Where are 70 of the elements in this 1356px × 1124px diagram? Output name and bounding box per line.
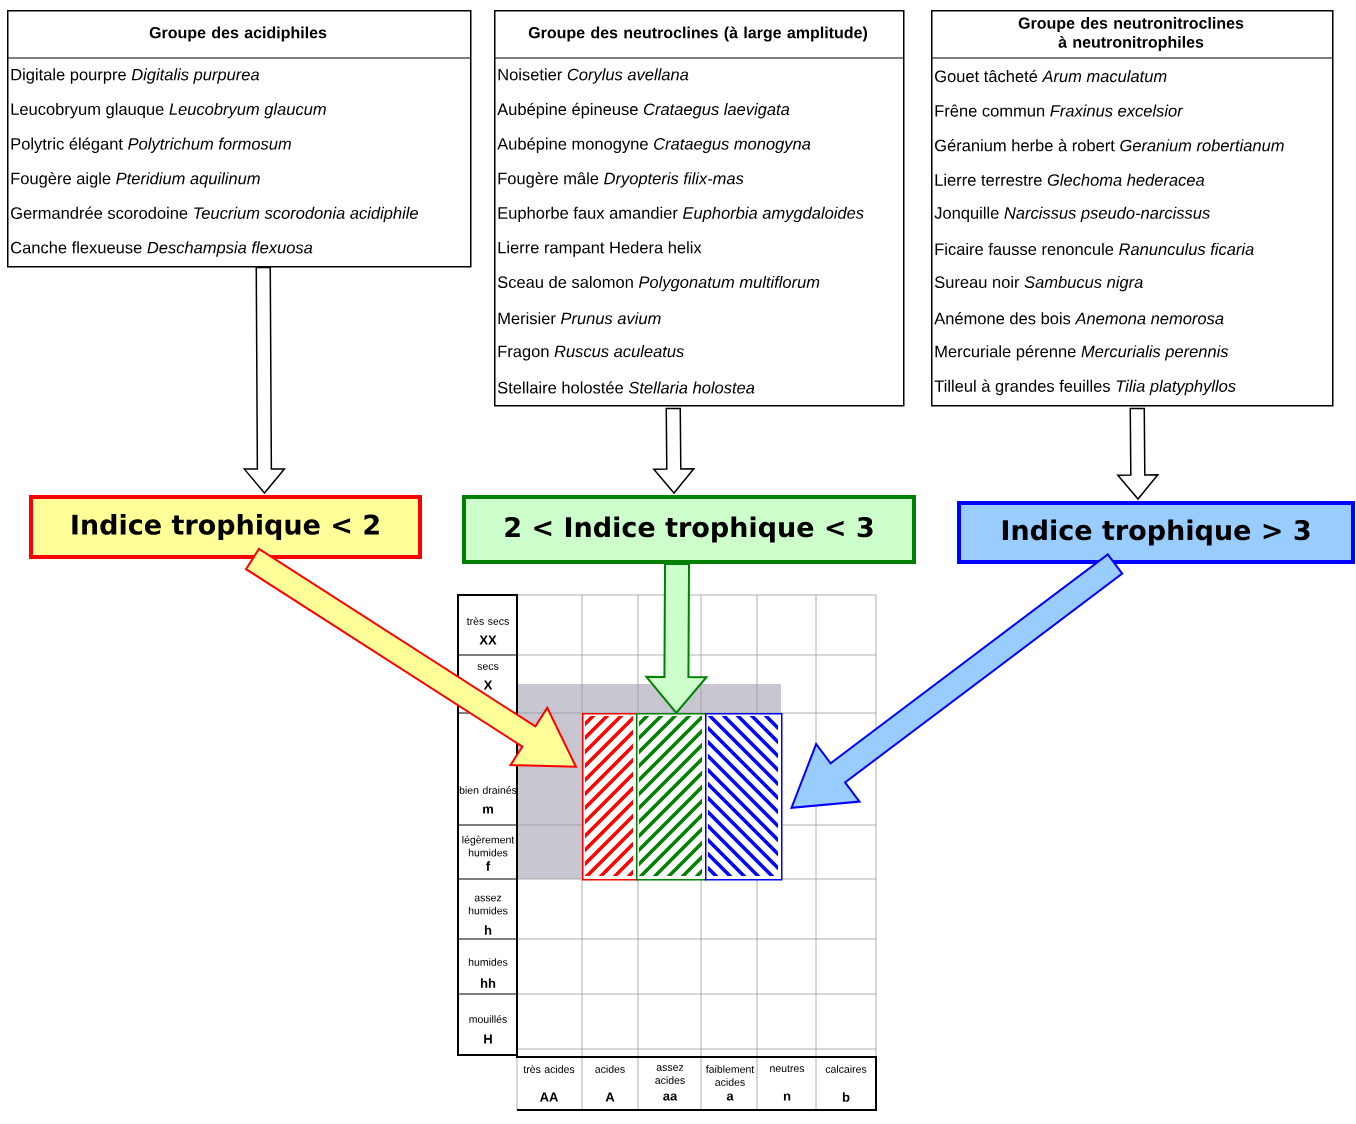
index-box: Indice trophique < 2 <box>29 495 422 559</box>
species-name: Noisetier Corylus avellana <box>498 68 689 84</box>
axis-label: très secs <box>466 617 509 625</box>
arrow <box>644 562 709 715</box>
axis-label: faiblement acides <box>705 1065 755 1086</box>
species-name: Lierre terrestre Glechoma hederacea <box>935 173 1205 186</box>
axis-code: H <box>484 1034 492 1044</box>
species-name: Euphorbe faux amandier Euphorbia amygdaloides <box>498 206 864 223</box>
axis-code: b <box>842 1092 850 1102</box>
species-name: Tilleul à grandes feuilles Tilia platyphyllos <box>934 379 1236 396</box>
arrow <box>244 547 578 768</box>
species-name: Merisier Prunus avium <box>498 312 661 325</box>
species-name: Ficaire fausse renoncule Ranunculus ficaria <box>935 242 1254 256</box>
table-heading: Groupe des neutronitroclines à neutronitrophiles <box>1018 17 1244 51</box>
arrow <box>1116 407 1160 501</box>
species-table <box>930 10 1334 407</box>
species-name: Jonquille Narcissus pseudo-narcissus <box>934 206 1210 223</box>
hatched-area <box>582 713 638 881</box>
axis-code: h <box>484 925 492 935</box>
species-name: Sureau noir Sambucus nigra <box>934 275 1143 292</box>
species-table <box>493 10 905 407</box>
species-name: Géranium herbe à robert Geranium robertianum <box>935 139 1284 152</box>
species-name: Fougère aigle Pteridium aquilinum <box>11 172 260 188</box>
species-name: Mercuriale pérenne Mercurialis perennis <box>935 345 1229 361</box>
axis-code: hh <box>481 978 496 988</box>
species-name: Gouet tâcheté Arum maculatum <box>935 69 1167 83</box>
axis-label: acides <box>595 1065 625 1073</box>
species-table <box>6 10 472 268</box>
species-name: Leucobryum glauque Leucobryum glaucum <box>11 102 326 119</box>
species-name: Digitale pourpre Digitalis purpurea <box>11 68 260 84</box>
axis-label: mouillés <box>469 1015 507 1023</box>
table-heading: Groupe des acidiphiles <box>149 26 327 42</box>
index-box: 2 < Indice trophique < 3 <box>462 495 916 564</box>
axis-code: XX <box>479 635 497 645</box>
axis-label: secs <box>477 664 499 670</box>
arrow <box>652 407 696 495</box>
axis-code: aa <box>663 1093 678 1101</box>
species-name: Stellaire holostée Stellaria holostea <box>497 381 755 394</box>
axis-code: A <box>605 1092 615 1102</box>
axis-code: n <box>783 1093 791 1101</box>
species-name: Sceau de salomon Polygonatum multiflorum <box>497 275 820 292</box>
axis-label: légèrement humides <box>462 835 515 857</box>
axis-code: a <box>726 1093 734 1101</box>
index-box: Indice trophique > 3 <box>957 501 1355 564</box>
axis-label: humides <box>468 958 508 966</box>
axis-code: X <box>483 680 493 690</box>
species-name: Frêne commun Fraxinus excelsior <box>935 104 1184 117</box>
species-name: Germandrée scorodoine Teucrium scorodonia acidiphile <box>11 206 418 223</box>
axis-label: neutres <box>770 1065 805 1073</box>
species-name: Polytric élégant Polytrichum formosum <box>11 137 291 153</box>
arrow <box>790 553 1124 809</box>
species-name: Canche flexueuse Deschampsia flexuosa <box>11 241 313 257</box>
hatched-area <box>636 713 707 881</box>
species-name: Fragon Ruscus aculeatus <box>498 345 684 361</box>
axis-code: AA <box>539 1092 559 1102</box>
species-name: Aubépine monogyne Crataegus monogyna <box>497 137 811 153</box>
species-name: Aubépine épineuse Crataegus laevigata <box>497 102 790 119</box>
axis-label: très acides <box>523 1065 575 1074</box>
table-heading: Groupe des neutroclines (à large amplitude) <box>528 26 867 42</box>
axis-label: assez humides <box>468 895 508 915</box>
axis-label: assez acides <box>655 1065 685 1084</box>
species-name: Anémone des bois Anemona nemorosa <box>934 312 1224 325</box>
axis-label: bien drainés <box>459 786 517 794</box>
species-name: Fougère mâle Dryopteris filix-mas <box>498 172 744 188</box>
arrow <box>242 266 286 495</box>
species-name: Lierre rampant Hedera helix <box>498 241 702 257</box>
axis-label: calcaires <box>825 1065 867 1073</box>
hatched-area <box>705 713 783 881</box>
axis-code: m <box>483 806 493 814</box>
axis-code: f <box>486 861 491 871</box>
